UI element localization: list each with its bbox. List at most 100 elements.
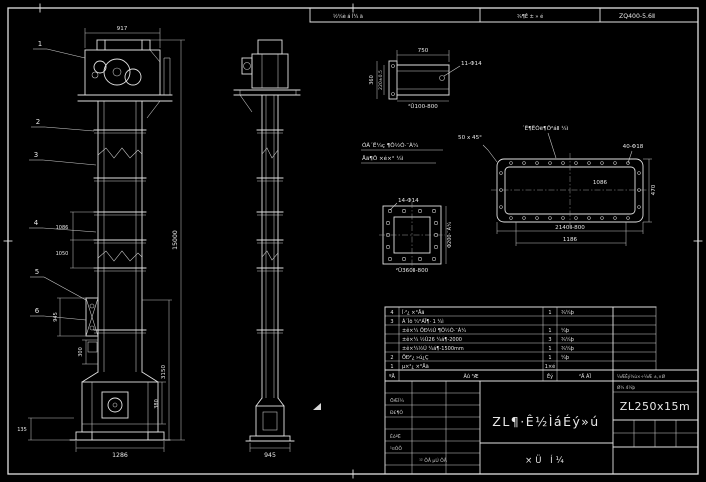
part-qty: 3 [548, 337, 551, 343]
balloon-3: 3 [34, 151, 38, 159]
title-block-grid [385, 380, 699, 475]
side-head-section [233, 39, 301, 113]
part-qty: 1×é [545, 363, 555, 370]
flange-bolt-holes [386, 209, 438, 261]
dim-lower-height: 3150 [161, 364, 167, 379]
detail-plate: ´Ë¶ËÓë¶Ô²áⅡ ¼ì 50 x 45° 40-Φ18 1086 470 … [458, 125, 657, 246]
side-casing-flanges [256, 129, 284, 334]
model-number: ZL250x15m [620, 400, 690, 413]
channel-length-dim: 750 [418, 48, 429, 54]
dim-boot-height: 380 [154, 399, 160, 409]
header-no: ºÅ [389, 373, 395, 380]
plate-holes-label: 40-Φ18 [623, 144, 644, 150]
plate-inner-length-dim: 1186 [563, 237, 578, 243]
balloon-2: 2 [36, 118, 40, 126]
dim-side-base-width: 945 [264, 452, 276, 459]
dim-base-width: 1286 [112, 452, 128, 459]
side-view: 945 [233, 39, 321, 459]
left-label-2: ÉóºË [390, 432, 401, 440]
part-no: 3 [390, 319, 393, 325]
front-view: 1 2 3 4 5 6 917 15000 3150 380 [17, 26, 185, 459]
plate-length-dim: 2140Ⅱ-800 [555, 225, 585, 231]
flange-holes-label: 14-Φ14 [398, 198, 419, 204]
top-bar: ½¼è á Í¼ ä ¾¶Ê ± » é ZQ400-5.6Ⅱ [309, 7, 699, 23]
title-block: ÖÆÍ¼ Ð£¶Ô ÉóºË ¹¤ÒÕ ¹² ÕÅ µÚ ÕÅ ZL¶·Ê½Ìá… [385, 374, 699, 475]
parts-table-header: ºÅ Ãû ³Æ Êý ²Ä ÁÏ [389, 372, 591, 380]
dim-seg-c: 945 [53, 312, 59, 322]
left-label-1: Ð£¶Ô [390, 409, 403, 416]
top-bar-mid-label: ¾¶Ê ± » é [517, 12, 543, 20]
front-casing-flanges [93, 129, 147, 334]
dim-pitch: 300 [78, 347, 84, 357]
dim-base-height: 135 [17, 427, 27, 433]
part-name: Á´Ìõ ¼°ÁÏ¶· 1 ¼ì [402, 318, 444, 325]
header-qty: Êý [547, 372, 553, 380]
part-mat: ¾¼þ [561, 310, 574, 316]
part-qty: 1 [548, 355, 551, 361]
front-head-section [77, 39, 173, 119]
flange-spec-label: ²Û360Ⅱ-800 [396, 267, 429, 274]
detail-flange: 14-Φ14 Φ200·¨À¼ ²Û360Ⅱ-800 [379, 198, 453, 274]
part-name: ±ê×¼ ÖÐ½Ú ¶Ô½Ó·¨À¼ [402, 327, 466, 334]
dim-seg-a: 1086 [56, 225, 69, 231]
plate-bolt-holes [499, 161, 641, 220]
part-mat: ¼þ [561, 328, 569, 334]
balloon-4: 4 [34, 219, 39, 227]
front-boot-section [69, 371, 171, 441]
parts-table-rows: 4 Í·²¿ ×°Åä 1 ¾¼þ 3 Á´Ìõ ¼°ÁÏ¶· 1 ¼ì ±ê×… [390, 309, 573, 370]
channel-holes-label: 11-Φ14 [461, 61, 482, 67]
side-boot-section [245, 397, 295, 442]
balloon-1: 1 [38, 40, 42, 48]
part-qty: 1 [548, 328, 551, 334]
dim-total-height: 15000 [172, 230, 179, 250]
detail-channel: 11-Φ14 750 360 220±0.5 ²Û100-800 [369, 48, 482, 110]
note-line-2: Åä¶Ô ×é×° ¼ì [362, 155, 404, 162]
plate-note: ´Ë¶ËÓë¶Ô²áⅡ ¼ì [522, 125, 569, 132]
balloon-5: 5 [35, 268, 39, 276]
part-name: ÖÐ²¿ »ú¿Ç [402, 354, 429, 361]
plate-height-dim: 470 [651, 184, 657, 195]
part-no: 1 [390, 364, 393, 370]
note-line-1: ÓÃ´Ë¼ç ¶Ô½Ó·¨À¼ [362, 142, 419, 149]
plate-chamfer-label: 50 x 45° [458, 135, 482, 141]
part-name: Í·²¿ ×°Åä [402, 309, 425, 316]
dim-seg-b: 1050 [56, 251, 69, 257]
assembly-note: ÓÃ´Ë¼ç ¶Ô½Ó·¨À¼ Åä¶Ô ×é×° ¼ì [361, 142, 443, 164]
part-no: 2 [390, 355, 393, 361]
part-name: ±ê×¼ ½Ú26 ¼á¶-2000 [402, 336, 462, 343]
sheet-frame [3, 3, 703, 479]
weld-mark [313, 403, 321, 410]
side-casing [256, 94, 284, 399]
channel-spec-label: ²Û100-800 [408, 103, 438, 110]
side-dimensions: 945 [249, 443, 291, 459]
front-inspection-box [85, 297, 99, 353]
parts-table-grid [384, 306, 699, 475]
title-block-left-labels: ÖÆÍ¼ Ð£¶Ô ÉóºË ¹¤ÒÕ ¹² ÕÅ µÚ ÕÅ [390, 397, 448, 464]
top-bar-doc-label: ½¼è á Í¼ ä [333, 13, 363, 20]
part-mat: ¾¼þ [561, 337, 574, 343]
part-name: ±ê×¼½Ú ¼á¶-1500mm [402, 345, 464, 352]
parts-table: 4 Í·²¿ ×°Åä 1 ¾¼þ 3 Á´Ìõ ¼°ÁÏ¶· 1 ¼ì ±ê×… [384, 306, 699, 475]
part-mat: ¾¼þ [561, 346, 574, 352]
flange-bore-label: Φ200·¨À¼ [446, 222, 453, 248]
sheet-label: ×Ü Í¼ [525, 454, 567, 466]
part-no: 4 [390, 310, 393, 316]
top-bar-code: ZQ400-5.6Ⅱ [619, 13, 655, 20]
sheet-footer: ¹² ÕÅ µÚ ÕÅ [419, 457, 448, 464]
channel-tolerance-dim: 220±0.5 [378, 70, 384, 90]
spec-line-1: ¼ÆÊý¾ù×÷¼Æ ±,×Ø [617, 374, 666, 379]
drawing-name: ZL¶·Ê½ÌáÉý»ú [492, 414, 599, 429]
channel-height-dim: 360 [369, 75, 375, 85]
left-label-0: ÖÆÍ¼ [390, 397, 404, 404]
front-balloons: 1 2 3 4 5 6 [29, 40, 97, 321]
spec-line-2: Ø¾ 4¼þ [617, 385, 635, 390]
header-name: Ãû ³Æ [463, 373, 478, 380]
part-mat: ¼þ [561, 355, 569, 361]
front-dimensions: 917 15000 3150 380 1086 1050 945 300 135 [17, 26, 185, 459]
dim-top-width: 917 [117, 26, 128, 32]
part-qty: 1 [548, 310, 551, 316]
balloon-6: 6 [35, 307, 40, 315]
part-qty: 1 [548, 346, 551, 352]
